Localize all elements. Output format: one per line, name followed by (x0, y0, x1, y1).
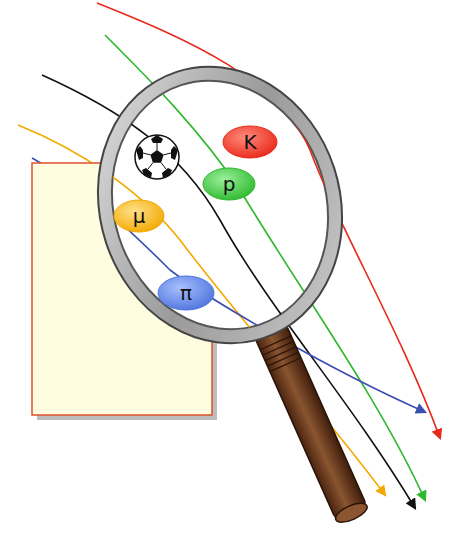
muon-ellipse: μ (113, 199, 165, 233)
particle-label: K (243, 132, 256, 152)
magnifier-handle (254, 323, 369, 526)
particle-label: π (180, 283, 192, 303)
particle-label: μ (133, 206, 146, 226)
lens-rim (63, 35, 378, 375)
pion-ellipse: π (157, 275, 215, 311)
particle-tracks (18, 3, 440, 508)
soccer-ball (135, 135, 179, 179)
lens-glass (80, 52, 359, 357)
particle-label: p (223, 174, 236, 194)
tracks-in-lens (18, 3, 440, 508)
proton-ellipse: p (202, 167, 256, 201)
kaon-ellipse: K (222, 125, 278, 159)
